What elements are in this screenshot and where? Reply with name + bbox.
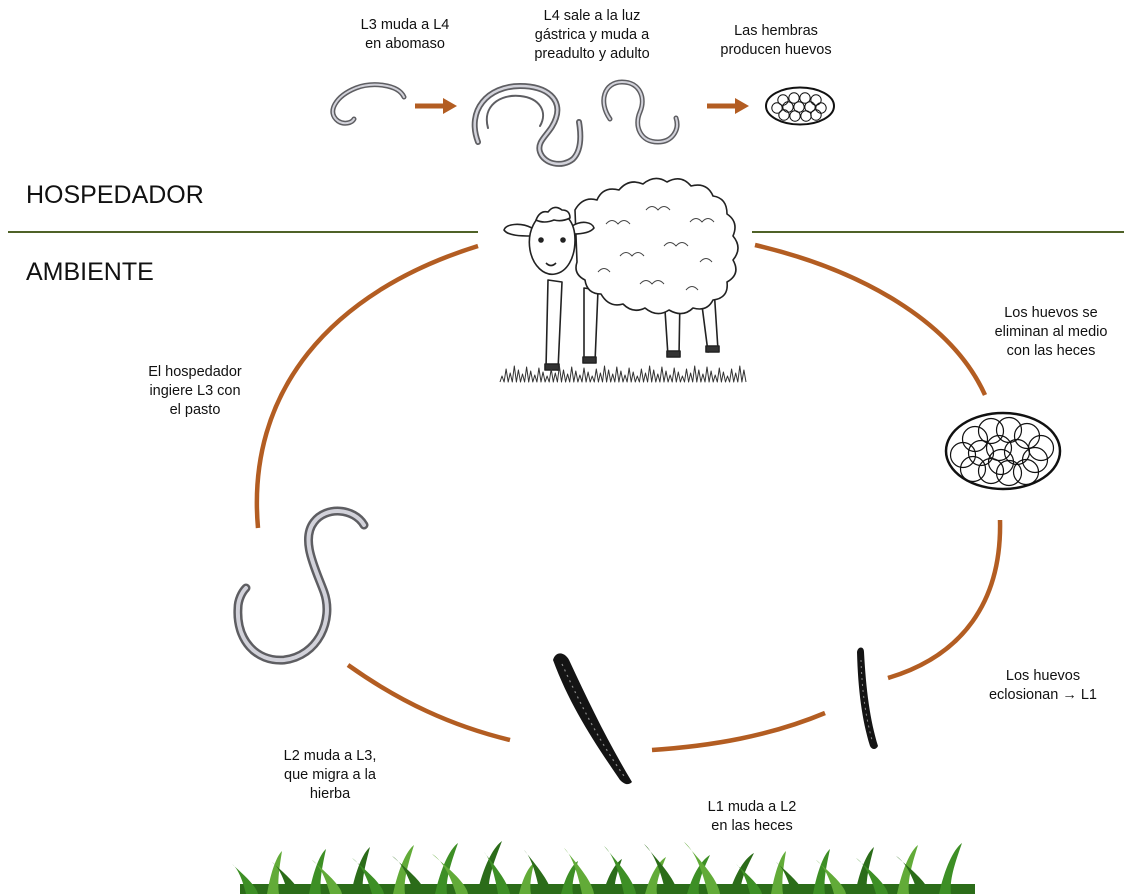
label-line: eclosionan → L1 [973, 686, 1113, 705]
sheep-ground-grass [500, 366, 746, 382]
egg-cluster-icon [766, 88, 834, 125]
sheep-hoof [545, 364, 559, 370]
label-l1-to-l2: L1 muda a L2 en las heces [677, 798, 827, 836]
sheep-leg [546, 280, 562, 370]
egg-cluster-icon [946, 413, 1060, 489]
label-line: L1 muda a L2 [677, 798, 827, 817]
top-arrows [415, 98, 749, 114]
l3-worm-top [333, 85, 404, 123]
worm-coil [487, 96, 543, 128]
label-line: preadulto y adulto [517, 45, 667, 64]
label-line: gástrica y muda a [517, 26, 667, 45]
label-line: el pasto [120, 401, 270, 420]
adult-worm-top [604, 82, 677, 142]
larva-icon [553, 653, 632, 784]
sheep-hoof [583, 357, 596, 363]
label-host-ingests: El hospedador ingiere L3 con el pasto [120, 363, 270, 420]
larva-l1-l2 [553, 653, 632, 784]
label-females-eggs: Las hembras producen huevos [701, 22, 851, 60]
label-line: que migra a la [255, 766, 405, 785]
label-line: ingiere L3 con [120, 382, 270, 401]
label-line: Los huevos [973, 667, 1113, 686]
label-line: L4 sale a la luz [517, 7, 667, 26]
label-line: Los huevos se [981, 304, 1121, 323]
worm-body [333, 85, 404, 123]
egg-cluster-small [766, 88, 834, 125]
label-line: L2 muda a L3, [255, 747, 405, 766]
larva-icon [857, 648, 878, 750]
label-line: con las heces [981, 342, 1121, 361]
label-line: producen huevos [701, 41, 851, 60]
worm-icon [333, 82, 677, 164]
label-line: Las hembras [701, 22, 851, 41]
sheep-wool-body [575, 178, 738, 313]
sheep-hoof [667, 351, 680, 357]
arrow-head-1 [443, 98, 457, 114]
label-line: hierba [255, 785, 405, 804]
arc-l1-l2 [652, 713, 825, 750]
worm-outline [333, 85, 404, 123]
l3-worm-body [238, 511, 364, 660]
label-line: El hospedador [120, 363, 270, 382]
cycle-arcs [257, 245, 1000, 750]
worm-body [604, 82, 677, 142]
sheep-leg [584, 288, 598, 362]
label-eggs-eliminated: Los huevos se eliminan al medio con las … [981, 304, 1121, 361]
l4-worm-top [475, 86, 581, 164]
label-l3-to-l4: L3 muda a L4 en abomaso [330, 16, 480, 54]
arc-ingestion [257, 246, 478, 528]
sheep-eye [539, 238, 543, 242]
host-zone-label: HOSPEDADOR [26, 181, 204, 209]
label-line: en abomaso [330, 35, 480, 54]
label-l2-to-l3: L2 muda a L3, que migra a la hierba [255, 747, 405, 804]
sheep-icon [500, 178, 746, 382]
arc-l2-l3 [348, 665, 510, 740]
arc-hatching [888, 520, 1000, 678]
label-line: en las heces [677, 817, 827, 836]
sheep-ear-left [504, 224, 532, 236]
sheep-hoof [706, 346, 719, 352]
grass-blade [232, 864, 258, 894]
label-line: eliminan al medio [981, 323, 1121, 342]
arrow-head-2 [735, 98, 749, 114]
l3-worm-outline [238, 511, 364, 660]
sheep-head-wool [536, 207, 570, 222]
label-eggs-hatch: Los huevos eclosionan → L1 [973, 667, 1113, 705]
arc-eggs-out [755, 245, 985, 395]
sheep-eye [561, 238, 565, 242]
label-l4-adult: L4 sale a la luz gástrica y muda a pread… [517, 7, 667, 64]
label-line: L3 muda a L4 [330, 16, 480, 35]
worm-icon [238, 511, 364, 660]
environment-zone-label: AMBIENTE [26, 258, 154, 286]
grass-icon [232, 841, 975, 894]
larva-l1 [857, 648, 878, 750]
